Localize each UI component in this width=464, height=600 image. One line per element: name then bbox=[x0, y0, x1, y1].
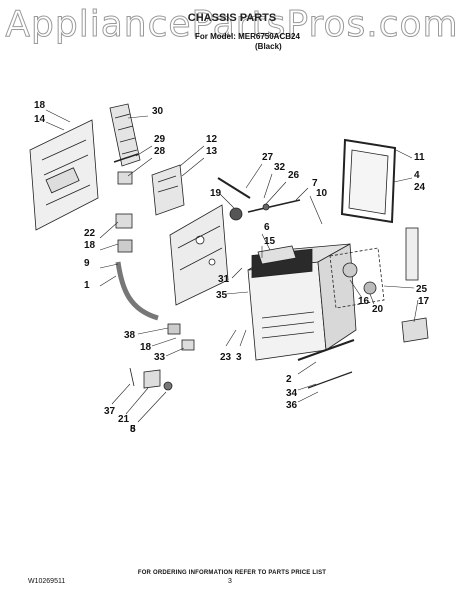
part-callout-29: 29 bbox=[154, 134, 166, 145]
part-callout-12: 12 bbox=[206, 134, 218, 145]
part-callout-1: 1 bbox=[84, 280, 90, 291]
part-callout-3: 3 bbox=[236, 352, 242, 363]
part-callout-9: 9 bbox=[84, 258, 90, 269]
control-module bbox=[329, 247, 385, 309]
back-panel bbox=[29, 119, 99, 231]
part-callout-15: 15 bbox=[264, 236, 276, 247]
part-callout-20: 20 bbox=[372, 304, 384, 315]
part-callout-4: 4 bbox=[414, 170, 420, 181]
color-line: (Black) bbox=[255, 42, 282, 51]
ordering-note: FOR ORDERING INFORMATION REFER TO PARTS … bbox=[137, 570, 327, 576]
part-callout-2: 2 bbox=[286, 374, 292, 385]
part-callout-16: 16 bbox=[358, 296, 370, 307]
part-callout-8: 8 bbox=[130, 424, 136, 435]
part-callout-17: 17 bbox=[418, 296, 430, 307]
part-callout-6: 6 bbox=[264, 222, 270, 233]
part-callout-32: 32 bbox=[274, 162, 286, 173]
watermark: AppliancePartsPros.com bbox=[5, 4, 459, 46]
doc-number: W10269511 bbox=[28, 578, 66, 585]
part-callout-21: 21 bbox=[118, 414, 130, 425]
part-callout-11: 11 bbox=[414, 152, 425, 163]
part-callout-13: 13 bbox=[206, 146, 218, 157]
part-callout-22: 22 bbox=[84, 228, 96, 239]
part-callout-37: 37 bbox=[104, 406, 116, 417]
part-callout-18: 18 bbox=[34, 100, 46, 111]
part-callout-18: 18 bbox=[140, 342, 152, 353]
part-callout-14: 14 bbox=[34, 114, 46, 125]
part-callout-33: 33 bbox=[154, 352, 166, 363]
part-callout-18: 18 bbox=[84, 240, 96, 251]
page-number: 3 bbox=[228, 578, 232, 585]
part-callout-35: 35 bbox=[216, 290, 228, 301]
door-gasket bbox=[340, 138, 397, 224]
model-line: For Model: MER6750ACB24 bbox=[195, 32, 300, 41]
part-callout-19: 19 bbox=[210, 188, 222, 199]
part-callout-7: 7 bbox=[312, 178, 318, 189]
vent-duct bbox=[109, 103, 141, 167]
side-bracket bbox=[151, 164, 185, 216]
part-callout-23: 23 bbox=[220, 352, 232, 363]
part-callout-38: 38 bbox=[124, 330, 136, 341]
part-callout-30: 30 bbox=[152, 106, 164, 117]
page-title: CHASSIS PARTS bbox=[187, 12, 277, 24]
part-callout-36: 36 bbox=[286, 400, 298, 411]
part-callout-31: 31 bbox=[218, 274, 230, 285]
part-callout-10: 10 bbox=[316, 188, 328, 199]
part-callout-24: 24 bbox=[414, 182, 426, 193]
part-callout-27: 27 bbox=[262, 152, 274, 163]
part-callout-34: 34 bbox=[286, 388, 298, 399]
part-callout-25: 25 bbox=[416, 284, 428, 295]
part-callout-5: 5 bbox=[130, 424, 136, 435]
small-plate bbox=[117, 171, 133, 185]
part-callout-26: 26 bbox=[288, 170, 300, 181]
insulation-panel bbox=[169, 204, 229, 306]
part-callout-28: 28 bbox=[154, 146, 166, 157]
